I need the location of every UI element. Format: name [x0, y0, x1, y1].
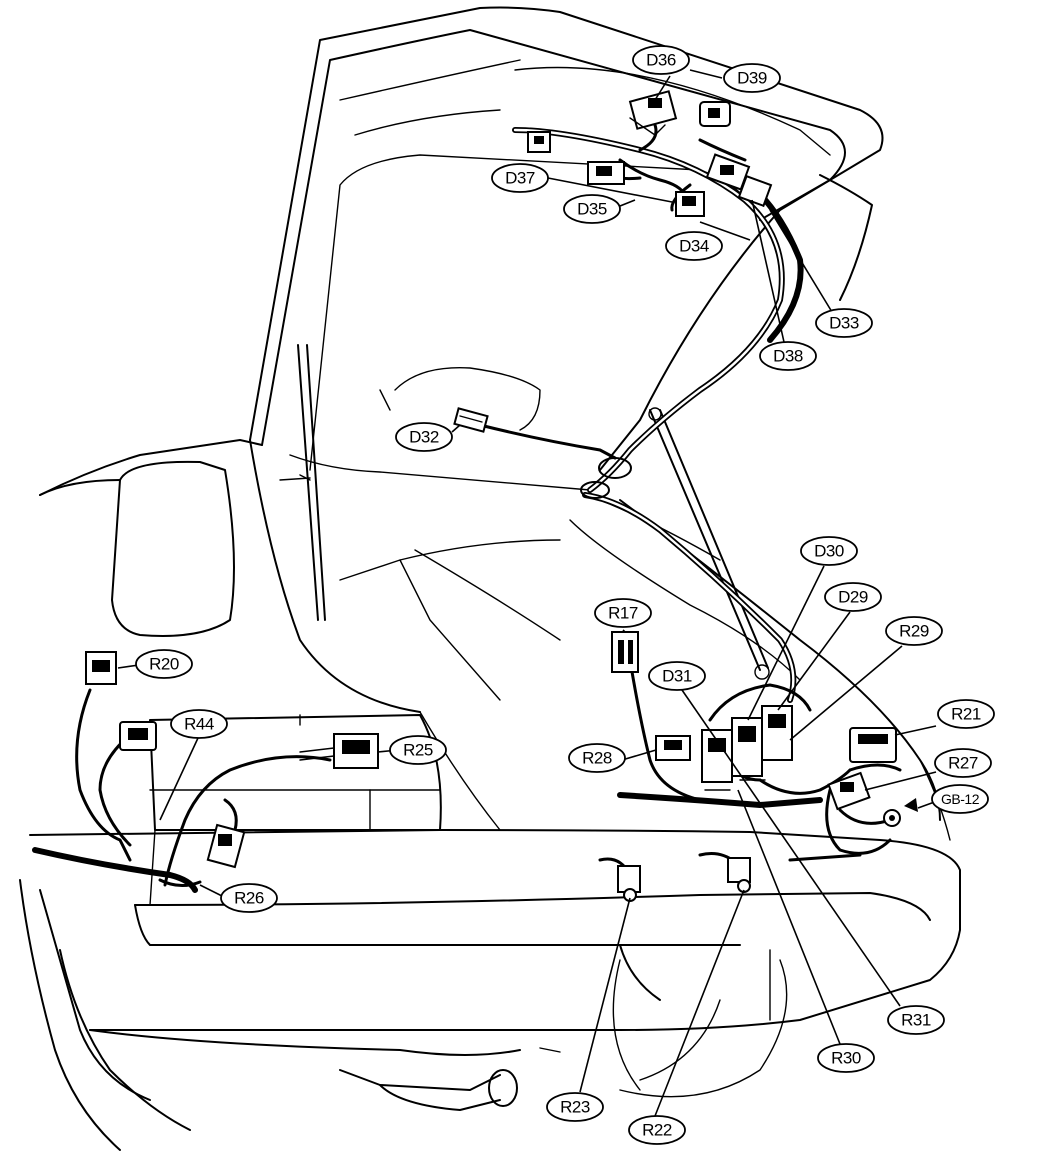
svg-text:R20: R20 [149, 655, 179, 674]
svg-text:R25: R25 [403, 741, 433, 760]
label-r44: R44 [170, 709, 228, 739]
vehicle-body [19, 6, 961, 1151]
label-r30: R30 [817, 1043, 875, 1073]
label-r28: R28 [568, 743, 626, 773]
svg-text:D38: D38 [773, 347, 803, 366]
svg-text:R27: R27 [948, 754, 978, 773]
svg-text:D29: D29 [838, 588, 868, 607]
label-d37: D37 [491, 163, 549, 193]
connector-d35 [587, 161, 625, 185]
svg-text:R22: R22 [642, 1121, 672, 1140]
label-r25: R25 [389, 735, 447, 765]
label-d34: D34 [665, 231, 723, 261]
connector-r23 [617, 865, 641, 902]
connector-r25 [299, 733, 379, 769]
svg-text:D30: D30 [814, 542, 844, 561]
connector-d33-d38 [705, 153, 773, 208]
svg-text:D32: D32 [409, 428, 439, 447]
svg-text:R44: R44 [184, 715, 214, 734]
connector-d36 [628, 90, 678, 136]
label-d35: D35 [563, 194, 621, 224]
label-d39: D39 [723, 63, 781, 93]
connector-r22 [727, 857, 751, 893]
connector-d34 [675, 191, 705, 217]
label-d31: D31 [648, 661, 706, 691]
svg-text:R26: R26 [234, 889, 264, 908]
label-d30: D30 [800, 536, 858, 566]
label-r26: R26 [220, 883, 278, 913]
label-d33: D33 [815, 308, 873, 338]
label-gb12: GB-12 [931, 784, 989, 814]
wiring-harness [32, 123, 902, 893]
svg-text:D33: D33 [829, 314, 859, 333]
callout-labels: D36 D39 D37 D35 D34 D33 D38 D32 D30 D29 … [135, 45, 995, 1145]
connector-cluster-d29-d30-r29 [701, 705, 793, 791]
svg-text:D39: D39 [737, 69, 767, 88]
svg-text:R23: R23 [560, 1098, 590, 1117]
label-d36: D36 [632, 45, 690, 75]
connector-d37 [527, 131, 551, 153]
label-d38: D38 [759, 341, 817, 371]
label-r29: R29 [885, 616, 943, 646]
connector-r27 [827, 771, 871, 811]
connector-d32 [453, 407, 489, 433]
connector-r21 [849, 727, 897, 763]
label-r27: R27 [934, 748, 992, 778]
label-r31: R31 [887, 1005, 945, 1035]
connector-r44 [119, 721, 157, 751]
svg-text:D34: D34 [679, 237, 709, 256]
connector-r17 [611, 631, 639, 673]
svg-text:R30: R30 [831, 1049, 861, 1068]
svg-text:R21: R21 [951, 705, 981, 724]
svg-text:R17: R17 [608, 604, 638, 623]
svg-text:R28: R28 [582, 749, 612, 768]
connectors [85, 90, 918, 902]
connector-d39 [699, 101, 731, 127]
label-r21: R21 [937, 699, 995, 729]
svg-text:D36: D36 [646, 51, 676, 70]
label-r22: R22 [628, 1115, 686, 1145]
svg-text:D35: D35 [577, 200, 607, 219]
connector-r28 [655, 735, 691, 761]
svg-text:R29: R29 [899, 622, 929, 641]
label-d32: D32 [395, 422, 453, 452]
leader-lines [117, 69, 941, 1117]
svg-text:R31: R31 [901, 1011, 931, 1030]
label-r20: R20 [135, 649, 193, 679]
svg-text:D37: D37 [505, 169, 535, 188]
ground-gb12 [883, 798, 918, 827]
connector-r26 [206, 823, 246, 869]
svg-text:D31: D31 [662, 667, 692, 686]
label-r17: R17 [594, 598, 652, 628]
label-r23: R23 [546, 1092, 604, 1122]
connector-r20 [85, 651, 117, 685]
label-d29: D29 [824, 582, 882, 612]
svg-text:GB-12: GB-12 [941, 791, 980, 807]
